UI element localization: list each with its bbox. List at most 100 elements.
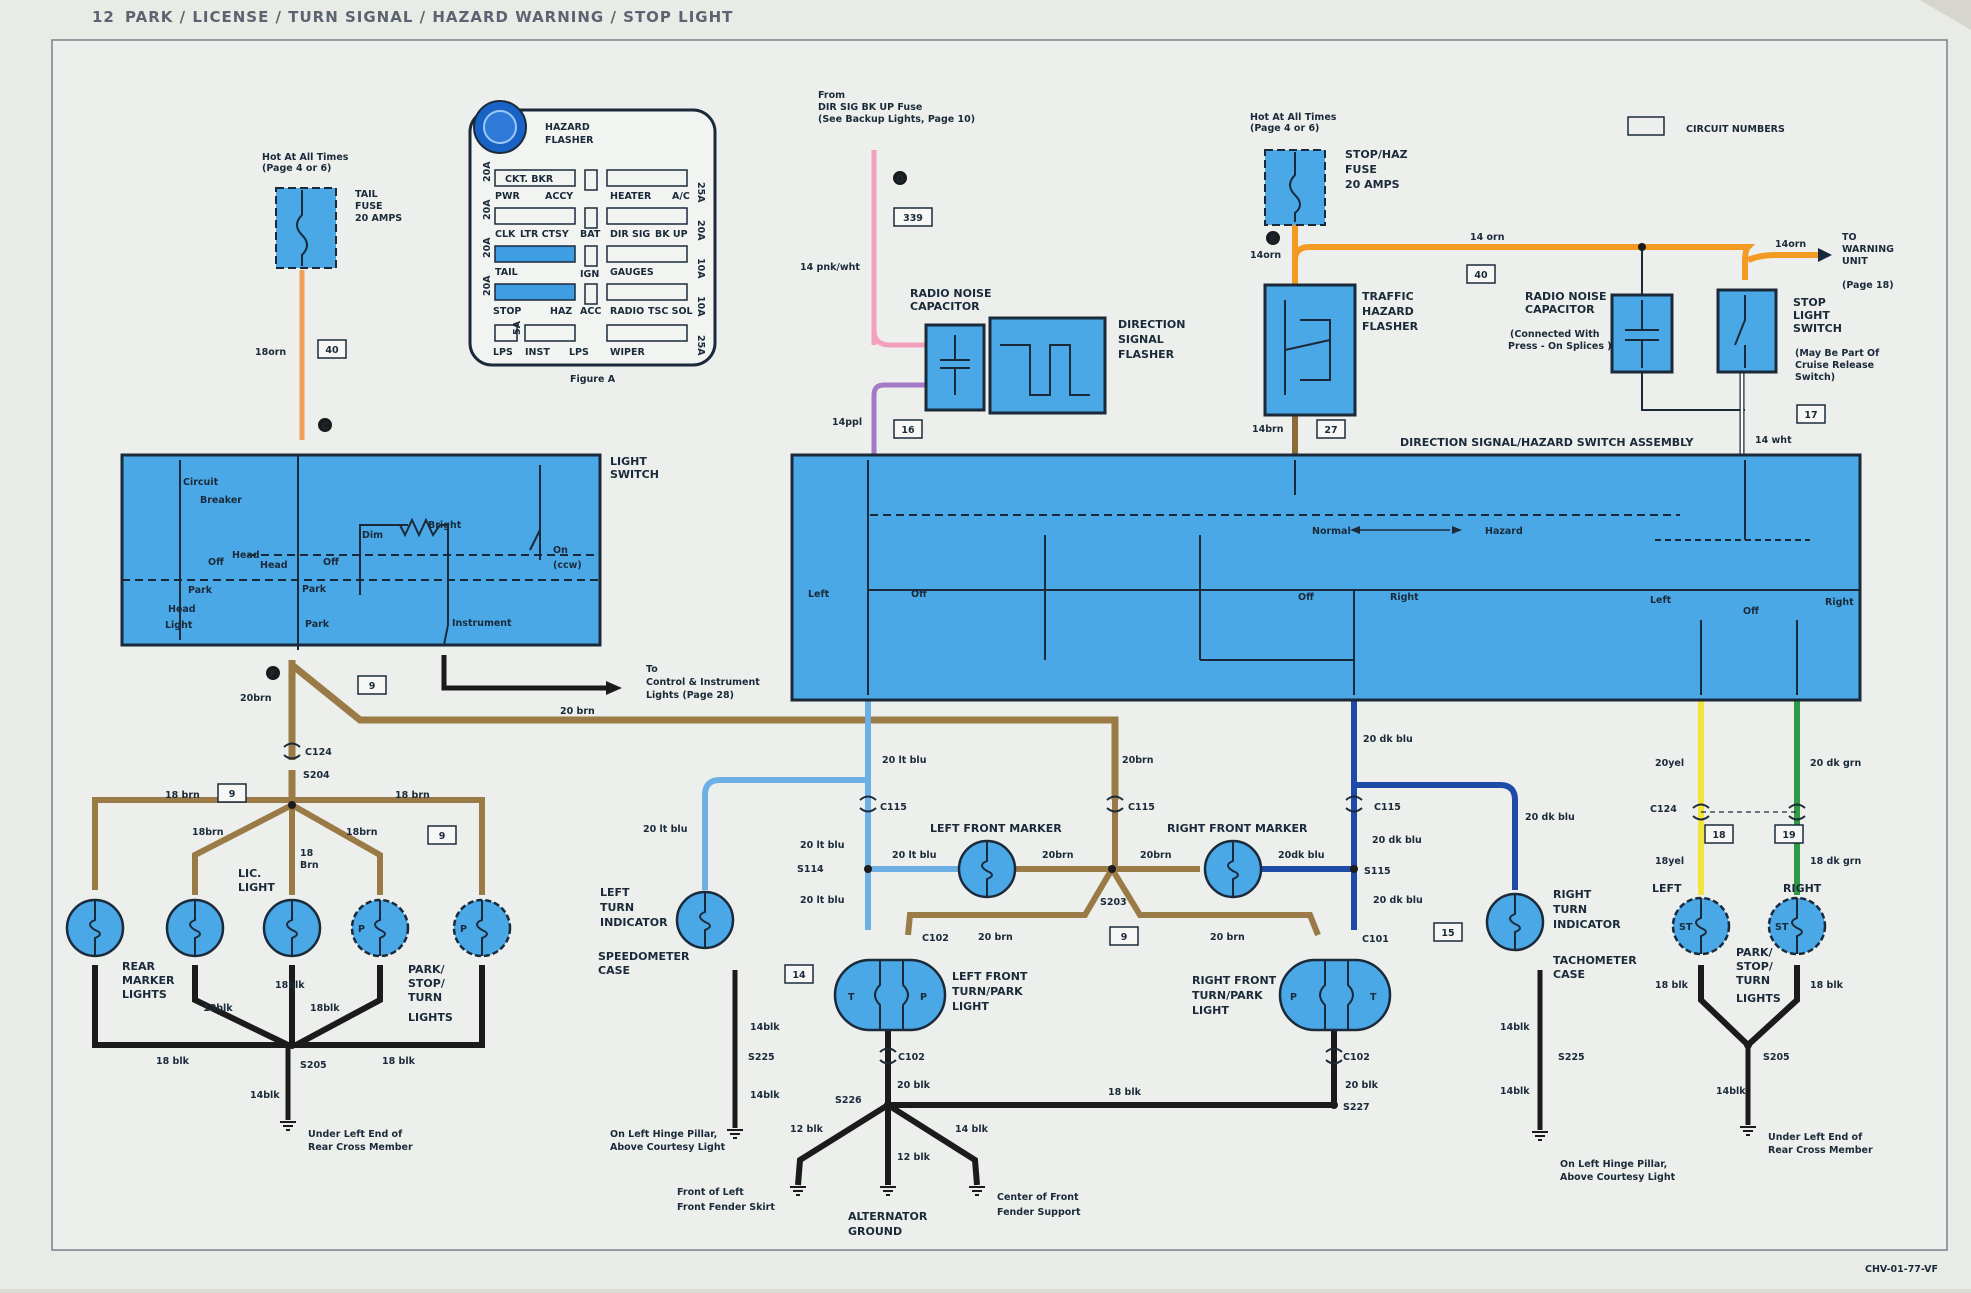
circuit-number-box: 14 <box>784 964 814 984</box>
fuse-label: LTR CTSY <box>520 229 569 240</box>
fuse-label: 20A <box>482 237 493 258</box>
switch-position-label: Hazard <box>1485 526 1523 537</box>
park-stop-turn-lights-label: LIGHTS <box>1736 992 1781 1005</box>
to-control-label: Control & Instrument <box>646 677 760 688</box>
bulb <box>675 890 735 950</box>
light-switch-label: LIGHT <box>610 455 647 468</box>
tail-fuse <box>275 187 337 269</box>
switch-position-label: Left <box>1650 595 1672 606</box>
wire-label: 20 dk grn <box>1810 758 1861 769</box>
connector-label: C115 <box>880 802 907 813</box>
fuse-label: LPS <box>493 347 513 358</box>
bulb <box>1485 892 1545 952</box>
wire-label: 14blk <box>1500 1022 1530 1033</box>
circuit-number-box: 19 <box>1774 824 1804 844</box>
wire-label: 20dk blu <box>1278 850 1324 861</box>
switch-position-label: Off <box>1298 592 1314 603</box>
direction-signal-flasher <box>988 316 1107 415</box>
circuit-number-box: 9 <box>357 675 387 695</box>
speedometer-case-label: CASE <box>598 964 630 977</box>
light-switch-position-label: Light <box>165 620 193 631</box>
connector-label: C102 <box>898 1052 925 1063</box>
ground-location-label: On Left Hinge Pillar, <box>610 1129 717 1140</box>
tail-fuse-label: TAIL <box>355 189 378 200</box>
fuse-slot <box>606 245 688 263</box>
stop-light-switch-label: LIGHT <box>1793 309 1830 322</box>
light-switch-position-label: Park <box>188 585 213 596</box>
light-switch-position-label: Circuit <box>183 477 219 488</box>
circuit-number: 40 <box>1474 270 1488 281</box>
circuit-number-box: 15 <box>1433 922 1463 942</box>
from-fuse-label: DIR SIG BK UP Fuse <box>818 102 922 113</box>
right-turn-indicator-label: INDICATOR <box>1553 918 1621 931</box>
switch-assembly-internals <box>867 460 1860 695</box>
switch-position-label: Off <box>911 589 927 600</box>
fuse-slot <box>584 169 598 191</box>
wire-label: 20 lt blu <box>800 840 844 851</box>
legend-box <box>1627 116 1665 136</box>
switch-position-label: Right <box>1825 597 1854 608</box>
wire-label: 20 dk blu <box>1525 812 1575 823</box>
traffic-hazard-flasher-label: FLASHER <box>1362 320 1419 333</box>
radio-noise-capacitor-label: CAPACITOR <box>910 300 980 313</box>
wire-label: 20brn <box>1122 755 1154 766</box>
wire-label: 18 blk <box>156 1056 190 1067</box>
light-switch-position-label: Bright <box>428 520 462 531</box>
bulb-letter: P <box>920 992 927 1003</box>
rear-marker-lights-label: REAR <box>122 960 155 973</box>
fuse-label: BK UP <box>655 229 688 240</box>
circuit-number: 18 <box>1712 830 1726 841</box>
wire-label: 14 wht <box>1755 435 1792 446</box>
wire-label: 20 blk <box>897 1080 931 1091</box>
circuit-number: 17 <box>1804 410 1817 421</box>
fuse-label: 20A <box>695 220 706 241</box>
circuit-number-box: 18 <box>1704 824 1734 844</box>
fuse-label: IGN <box>580 269 599 280</box>
park-stop-turn-lights-label: TURN <box>408 991 442 1004</box>
fuse-label: ACCY <box>545 191 573 202</box>
connector-label: S205 <box>1763 1052 1790 1063</box>
wire-pink-2 <box>871 329 925 348</box>
fuse-label: 20A <box>482 199 493 220</box>
ground-location-label: Rear Cross Member <box>1768 1145 1873 1156</box>
fuse-slot <box>606 283 688 301</box>
wire-label: 18 brn <box>395 790 430 801</box>
fuse-label: HAZ <box>550 306 572 317</box>
ground-location-label: Front Fender Skirt <box>677 1202 775 1213</box>
connector-label: S205 <box>300 1060 327 1071</box>
fuse-label: RADIO <box>610 306 644 317</box>
wire-label: 20brn <box>1140 850 1172 861</box>
to-warning-label: (Page 18) <box>1842 280 1894 291</box>
wire-label: 18 <box>300 848 314 859</box>
wire-label: 18 blk <box>1655 980 1689 991</box>
stop-haz-fuse-label: FUSE <box>1345 163 1377 176</box>
fuse-label: STOP <box>493 306 521 317</box>
bulb <box>957 839 1017 899</box>
fuse-label: 25A <box>695 182 706 203</box>
bulb <box>165 898 225 958</box>
left-turn-indicator-label: LEFT <box>600 886 630 899</box>
legend-circuit-numbers: CIRCUIT NUMBERS <box>1686 124 1785 135</box>
right-front-turn-park-label: LIGHT <box>1192 1004 1229 1017</box>
right-turn-indicator-label: RIGHT <box>1553 888 1592 901</box>
circuit-number-box: 40 <box>317 339 347 359</box>
fuse-slot <box>584 283 598 305</box>
to-warning-label: UNIT <box>1842 256 1868 267</box>
traffic-hazard-flasher-label: HAZARD <box>1362 305 1414 318</box>
connector-label: S226 <box>835 1095 862 1106</box>
lic-light-label: LIGHT <box>238 881 275 894</box>
hot-at-all-times-label: Hot At All Times <box>262 152 349 163</box>
tachometer-case-label: CASE <box>1553 968 1585 981</box>
speedometer-case-label: SPEEDOMETER <box>598 950 690 963</box>
alternator-ground-label: GROUND <box>848 1225 902 1238</box>
right-front-turn-park-label: RIGHT FRONT <box>1192 974 1277 987</box>
wire-label: 14 pnk/wht <box>800 262 860 273</box>
park-stop-turn-lights-label: PARK/ <box>408 963 446 976</box>
bulb-letter: ST <box>1775 922 1789 933</box>
bulb-letter: ST <box>1679 922 1693 933</box>
right-label: RIGHT <box>1783 882 1822 895</box>
wire-label: 20 brn <box>560 706 595 717</box>
fuse-slot <box>494 245 576 263</box>
